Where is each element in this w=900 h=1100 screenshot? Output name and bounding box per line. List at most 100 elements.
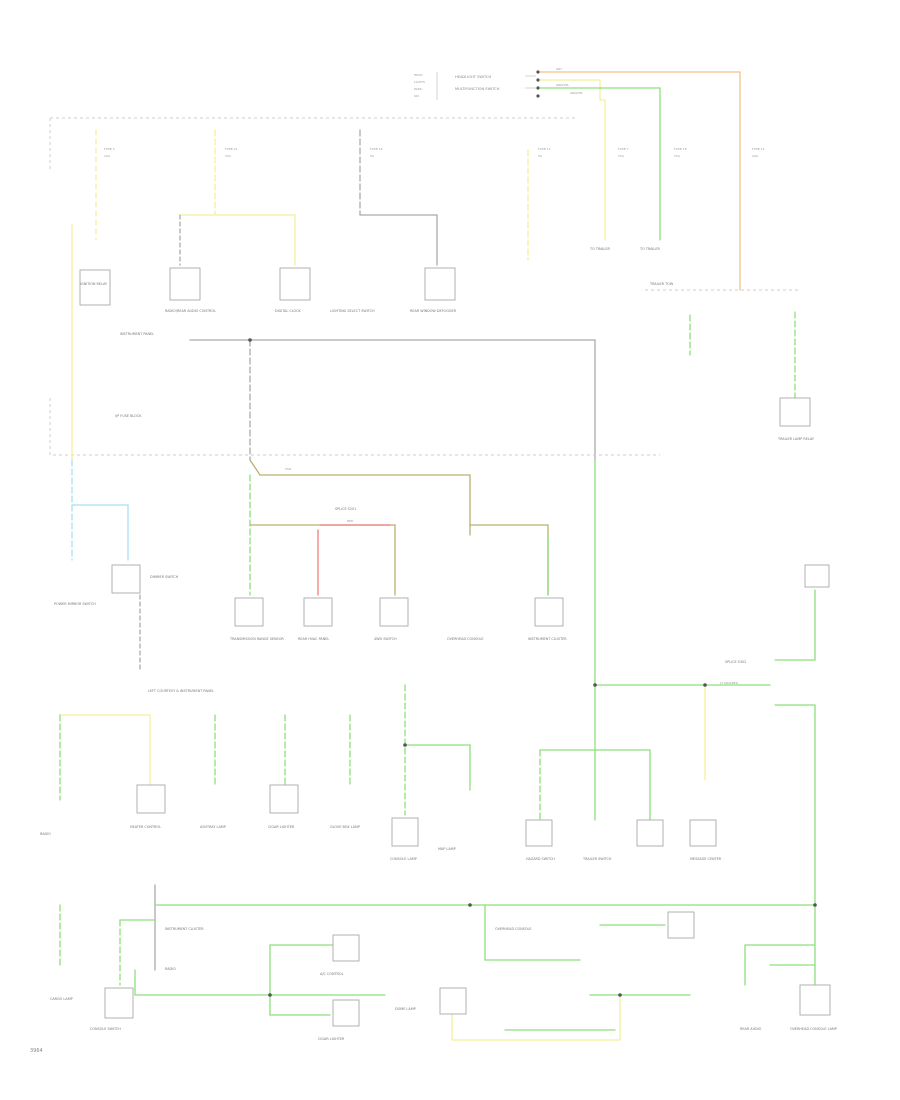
clock-label: DIGITAL CLOCK <box>275 309 302 313</box>
clock-box <box>279 267 311 301</box>
wire-bottom-mid-drop <box>269 944 331 1016</box>
multifunction-switch-label: MULTIFUNCTION SWITCH <box>455 87 500 91</box>
wire-c2-split <box>179 214 296 266</box>
b-overhead-label: OVERHEAD CONSOLE <box>495 927 532 931</box>
wire-switch-orange <box>539 71 741 291</box>
wire-mid-tan-3 <box>469 524 549 596</box>
mirror-label: POWER MIRROR SWITCH <box>54 602 96 606</box>
l-lighter-box <box>269 784 299 814</box>
fourwd-box <box>379 597 409 627</box>
b-lighter-box <box>667 911 695 939</box>
wire-right-down <box>774 704 816 986</box>
fuse-6-amp: 15A <box>674 154 681 158</box>
l-hazard-label: HAZARD SWITCH <box>526 857 555 861</box>
l-radio-label: RADIO <box>40 832 51 836</box>
ipb-label: I/P FUSE BLOCK <box>115 414 142 418</box>
b-dome-label: DOME LAMP <box>395 1007 416 1011</box>
wire-tag-gry: GRY <box>556 67 562 71</box>
ignition-relay-box <box>79 269 111 306</box>
transmission-box <box>234 597 264 627</box>
wire-bottom-right-1 <box>484 904 581 961</box>
dome-label: LIGHTING SELECT SWITCH <box>330 309 375 313</box>
wire-tag-red: RED <box>347 519 354 523</box>
fuse-column-3: FUSE 14 5A <box>359 129 383 216</box>
ip-block-border <box>49 398 660 456</box>
wire-tag-tan: TAN <box>284 467 291 471</box>
splice-dot-7 <box>618 993 622 997</box>
wire-right-up <box>774 589 816 661</box>
l-trailer-label: TRAILER SWITCH <box>582 857 612 861</box>
l-console-label: CONSOLE LAMP <box>390 857 417 861</box>
fourwd-label: 4WD SWITCH <box>374 637 397 641</box>
l-lighter-label: CIGAR LIGHTER <box>268 825 295 829</box>
wire-bottom-yellow-loop <box>451 994 621 1041</box>
fuse-column-5: FUSE 7 15A <box>618 147 629 158</box>
switch-terminal-2 <box>536 78 540 82</box>
fuse-7-name: FUSE 12 <box>752 147 765 151</box>
l-hazard-box <box>525 819 553 847</box>
splice-dot-1 <box>248 338 252 342</box>
page-number: 3964 <box>30 1048 43 1054</box>
wire-mid-bus <box>189 339 596 461</box>
rear-heat-label: REAR HVAC PANEL <box>298 637 329 641</box>
fuse-column-7: FUSE 12 20A <box>752 147 765 158</box>
l-msg-label: MESSAGE CENTER <box>690 857 722 861</box>
wire-mid-tan-2 <box>249 524 396 596</box>
right-splice-label: SPLICE S302 <box>725 660 746 664</box>
wire-tag-grnyel-2: GRN/YEL <box>570 91 583 95</box>
cigar-lighter-box <box>169 267 201 301</box>
ignition-relay-label: IGNITION RELAY <box>80 282 108 286</box>
wire-c3-split <box>359 214 438 266</box>
splice-dot-4 <box>813 903 817 907</box>
trailer-relay-box <box>779 397 811 427</box>
trailer-relay-label: TRAILER LAMP RELAY <box>777 437 815 441</box>
fuse-column-6: FUSE 18 15A <box>674 147 687 158</box>
headlight-switch-label: HEADLIGHT SWITCH <box>455 75 491 79</box>
switch-terminal-4 <box>536 94 540 98</box>
fuse-6-name: FUSE 18 <box>674 147 687 151</box>
wire-switch-green <box>539 87 661 241</box>
switch-label-stack: HEAD LIGHTS PARK ON <box>414 73 425 98</box>
switch-label-2: LIGHTS <box>414 80 425 84</box>
fuse-1-name: FUSE 3 <box>104 147 115 151</box>
splice-dot-3 <box>703 683 707 687</box>
lower-bus-label: LEFT COURTESY & INSTRUMENT PANEL <box>148 689 214 693</box>
b-instrument-label: INSTRUMENT CLUSTER <box>165 927 204 931</box>
splice-label: SPLICE S201 <box>335 507 356 511</box>
trailer-a-label: TO TRAILER <box>589 247 610 251</box>
b-instrument-box <box>332 934 360 962</box>
switch-label-1: HEAD <box>414 73 423 77</box>
fuse-5-name: FUSE 7 <box>618 147 629 151</box>
instrument-box <box>534 597 564 627</box>
right-top-box <box>804 564 830 588</box>
rear-window-label: REAR WINDOW DEFOGGER <box>410 309 457 313</box>
b-radio-box <box>332 999 360 1027</box>
switch-label-3: PARK <box>414 87 423 91</box>
fuse-column-1: FUSE 3 10A <box>95 129 115 241</box>
l-glovebox-label: GLOVE BOX LAMP <box>330 825 360 829</box>
l-ashtray-label: ASHTRAY LAMP <box>200 825 226 829</box>
fuse-4-amp: 5A <box>538 154 543 158</box>
switch-terminal-3 <box>536 86 540 90</box>
b-lighter-label: CIGAR LIGHTER <box>318 1037 345 1041</box>
wire-tag-grnyel-1: GRN/YEL <box>556 83 569 87</box>
rear-heat-box <box>303 597 333 627</box>
bus-label: INSTRUMENT PANEL <box>120 332 154 336</box>
cigar-lighter-label: RADIO/REAR AUDIO CONTROL <box>165 309 216 313</box>
fuse-column-4: FUSE 11 5A <box>527 147 551 261</box>
wire-switch-yellow <box>539 79 606 241</box>
splice-dot-8 <box>403 743 407 747</box>
fuse-3-name: FUSE 14 <box>370 147 383 151</box>
l-console-box <box>391 817 419 847</box>
fuse-4-name: FUSE 11 <box>538 147 551 151</box>
switch-terminal-1 <box>536 70 540 74</box>
fuse-2-name: FUSE 21 <box>225 147 238 151</box>
switch-label-4: ON <box>414 94 419 98</box>
fuse-5-amp: 15A <box>618 154 625 158</box>
trailer-pin-label: TRAILER TOW <box>649 282 674 286</box>
b-ac-box <box>439 987 467 1015</box>
splice-dot-2 <box>593 683 597 687</box>
splice-dot-6 <box>468 903 472 907</box>
l-map-label: MAP LAMP <box>438 847 456 851</box>
b-console-label: CONSOLE SWITCH <box>90 1027 121 1031</box>
